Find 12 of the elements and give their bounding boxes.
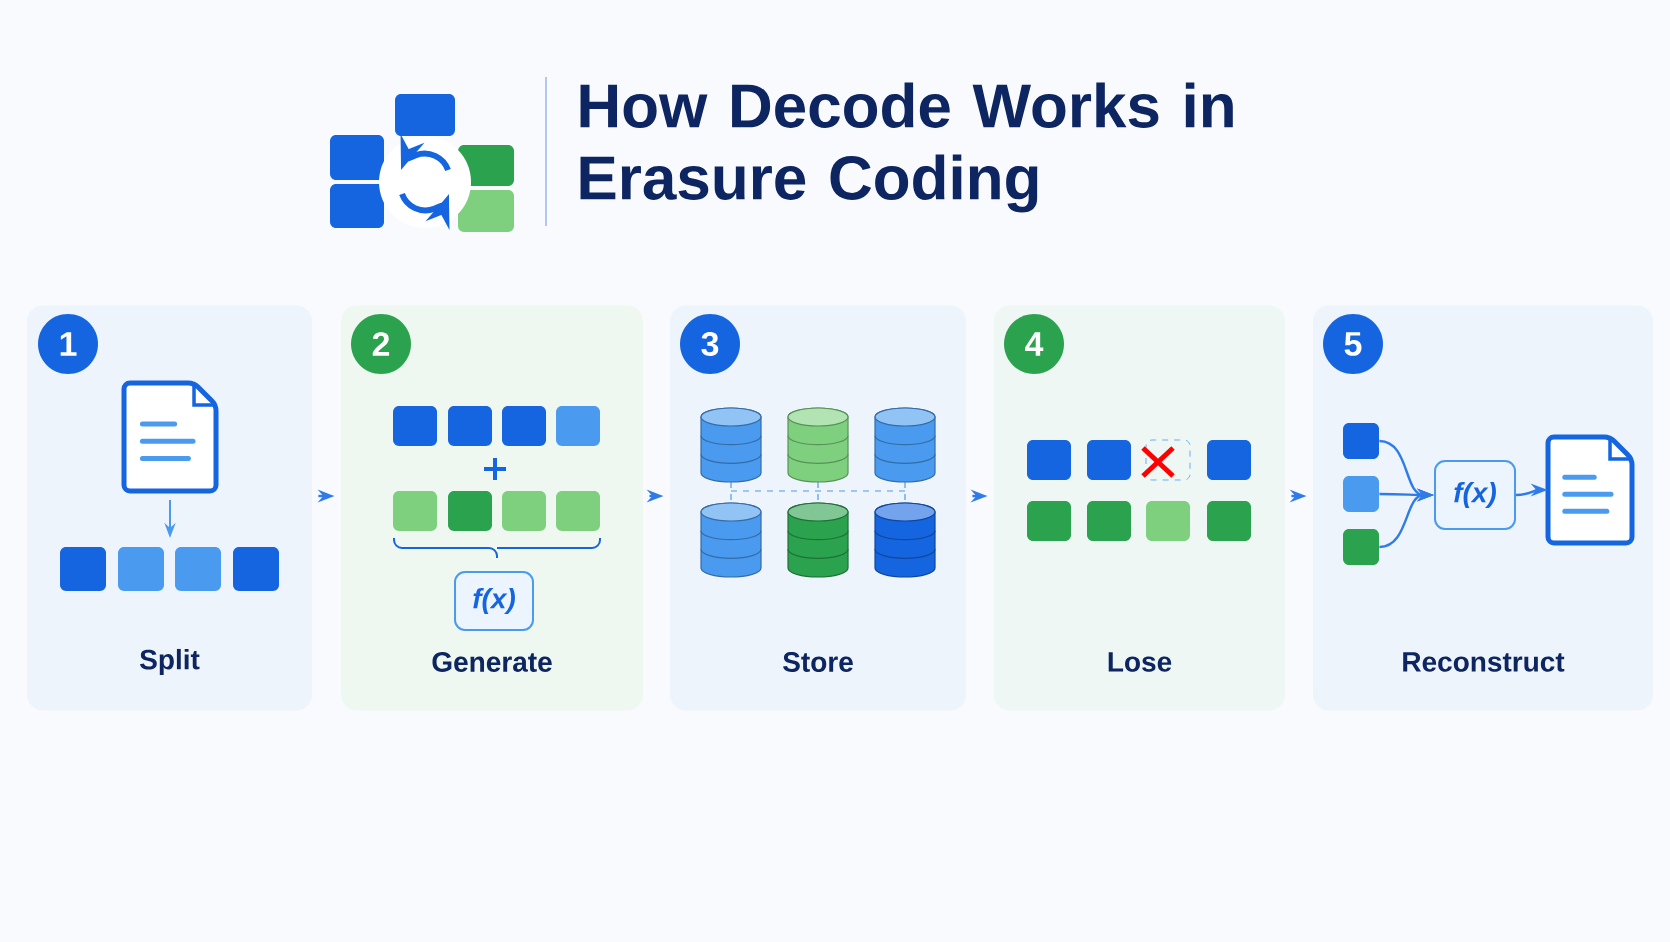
step-number: 2 (351, 314, 411, 374)
data-block (1343, 529, 1379, 565)
function-box: f(x) (454, 571, 534, 631)
step-number: 3 (680, 314, 740, 374)
step-number: 1 (38, 314, 98, 374)
step-number: 4 (1004, 314, 1064, 374)
document-icon (1545, 434, 1635, 546)
data-block (1343, 423, 1379, 459)
data-block (1343, 476, 1379, 512)
title: How Decode Works in Erasure Coding (580, 82, 1233, 213)
step-number: 5 (1323, 314, 1383, 374)
function-box: f(x) (1434, 460, 1516, 530)
